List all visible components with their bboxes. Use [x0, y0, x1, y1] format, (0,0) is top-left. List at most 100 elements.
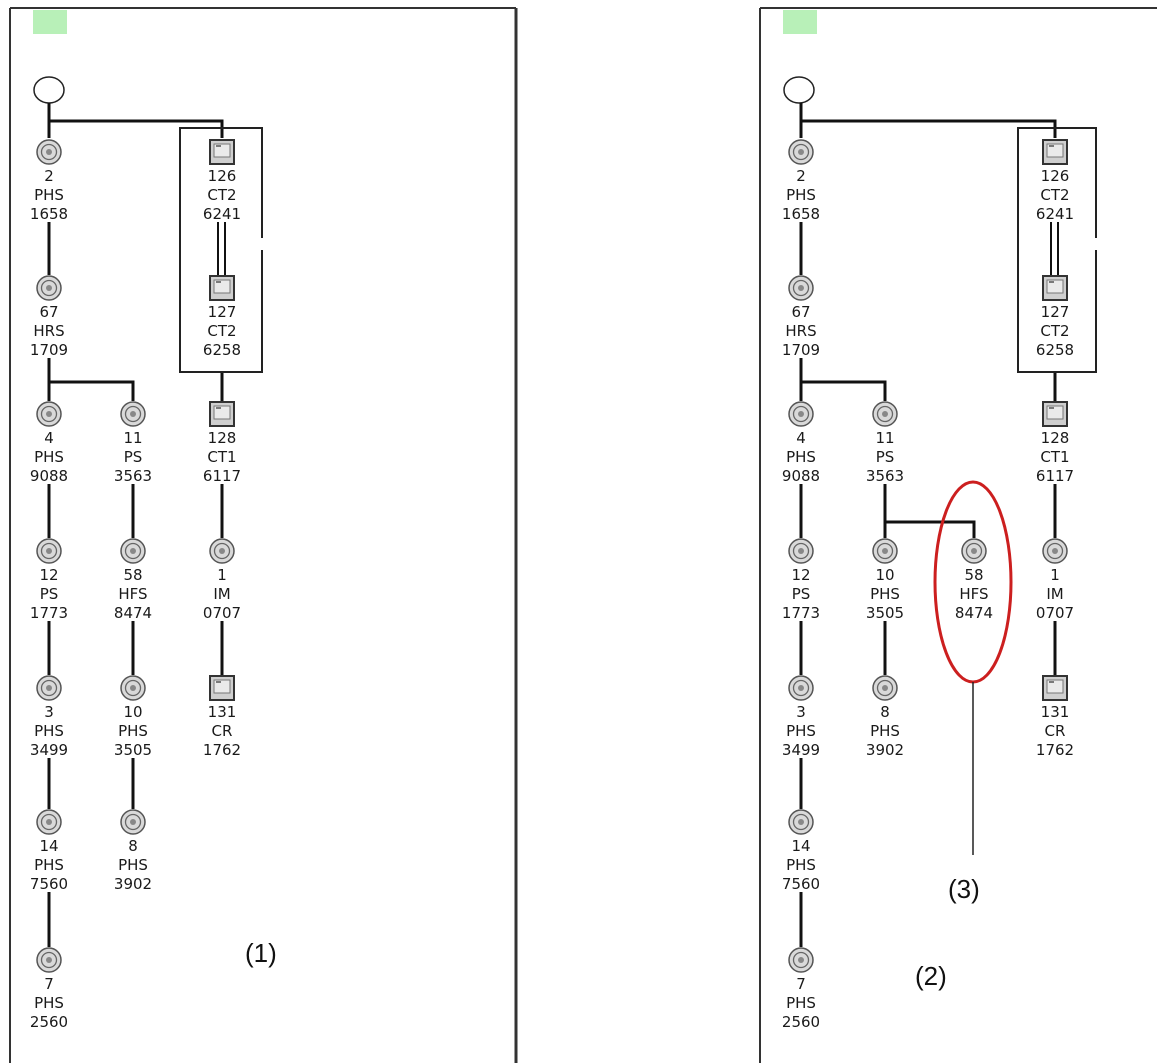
node-serial-label: 3505 — [866, 604, 904, 622]
node-icon-ring — [40, 542, 58, 560]
status-marker — [783, 10, 817, 34]
node-icon-core — [46, 819, 52, 825]
root-node-icon — [33, 76, 65, 104]
panel-1: 1IM07072PHS16583PHS34994PHS90887PHS25608… — [9, 7, 518, 1063]
node-icon-core — [1052, 548, 1058, 554]
node-icon-core — [46, 411, 52, 417]
connector-line — [49, 119, 224, 138]
node-id-label: 14 — [39, 837, 58, 855]
node-type-label: PHS — [786, 856, 816, 874]
node-type-label: PHS — [34, 722, 64, 740]
node-type-label: PHS — [34, 186, 64, 204]
node-icon-ring — [124, 679, 142, 697]
node-icon-core — [46, 548, 52, 554]
status-marker — [33, 10, 67, 34]
node-icon-screen — [1046, 143, 1064, 158]
node-id-label: 58 — [964, 566, 983, 584]
node-serial-label: 0707 — [203, 604, 241, 622]
node-type-label: PHS — [786, 722, 816, 740]
node-id-label: 126 — [208, 167, 237, 185]
node-icon-screen — [1046, 679, 1064, 694]
node-icon-core — [130, 548, 136, 554]
node-serial-label: 3563 — [866, 467, 904, 485]
node-icon-ring — [792, 951, 810, 969]
node-serial-label: 6117 — [1036, 467, 1074, 485]
node-icon-ring — [124, 542, 142, 560]
node-icon-ring — [792, 813, 810, 831]
node-type-label: PHS — [786, 994, 816, 1012]
node-serial-label: 2560 — [30, 1013, 68, 1031]
node-icon-ring — [40, 813, 58, 831]
node-icon-core — [46, 149, 52, 155]
node-id-label: 4 — [44, 429, 54, 447]
node-icon-core — [798, 685, 804, 691]
node-icon-core — [798, 285, 804, 291]
node-type-label: HFS — [118, 585, 147, 603]
node-type-label: CT2 — [207, 322, 236, 340]
node-icon-core — [798, 149, 804, 155]
node-type-label: CR — [1045, 722, 1066, 740]
node-icon-core — [46, 957, 52, 963]
node-serial-label: 1709 — [30, 341, 68, 359]
node-icon-core — [46, 285, 52, 291]
node-type-label: CT2 — [1040, 186, 1069, 204]
node-type-label: CT2 — [1040, 322, 1069, 340]
node-type-label: CR — [212, 722, 233, 740]
panel-1-caption: (1) — [245, 938, 277, 968]
panel-2: 1IM07072PHS16583PHS34994PHS90887PHS25608… — [759, 7, 1157, 1063]
node-id-label: 12 — [39, 566, 58, 584]
node-serial-label: 3499 — [30, 741, 68, 759]
node-icon-screen — [213, 679, 231, 694]
node-type-label: PS — [124, 448, 143, 466]
node-type-label: HRS — [33, 322, 64, 340]
node-icon-core — [882, 411, 888, 417]
node-icon-core — [130, 819, 136, 825]
node-icon-ring — [40, 405, 58, 423]
node-icon-ring — [792, 542, 810, 560]
node-type-label: PHS — [34, 994, 64, 1012]
node-id-label: 128 — [1041, 429, 1070, 447]
node-serial-label: 6258 — [1036, 341, 1074, 359]
node-serial-label: 1762 — [1036, 741, 1074, 759]
node-id-label: 128 — [208, 429, 237, 447]
node-id-label: 3 — [796, 703, 806, 721]
node-id-label: 7 — [796, 975, 806, 993]
node-type-label: CT1 — [207, 448, 236, 466]
node-serial-label: 6117 — [203, 467, 241, 485]
node-icon-core — [882, 685, 888, 691]
node-icon-ring — [40, 951, 58, 969]
node-type-label: PHS — [786, 448, 816, 466]
node-id-label: 8 — [128, 837, 138, 855]
node-id-label: 3 — [44, 703, 54, 721]
node-serial-label: 1709 — [782, 341, 820, 359]
node-type-label: PS — [40, 585, 59, 603]
node-type-label: PHS — [34, 856, 64, 874]
node-serial-label: 9088 — [782, 467, 820, 485]
node-id-label: 2 — [796, 167, 806, 185]
connector-line — [801, 380, 887, 401]
node-id-label: 1 — [217, 566, 227, 584]
node-icon-core — [798, 957, 804, 963]
node-serial-label: 1773 — [782, 604, 820, 622]
node-icon-ring — [40, 679, 58, 697]
node-serial-label: 6241 — [1036, 205, 1074, 223]
node-icon-core — [46, 685, 52, 691]
